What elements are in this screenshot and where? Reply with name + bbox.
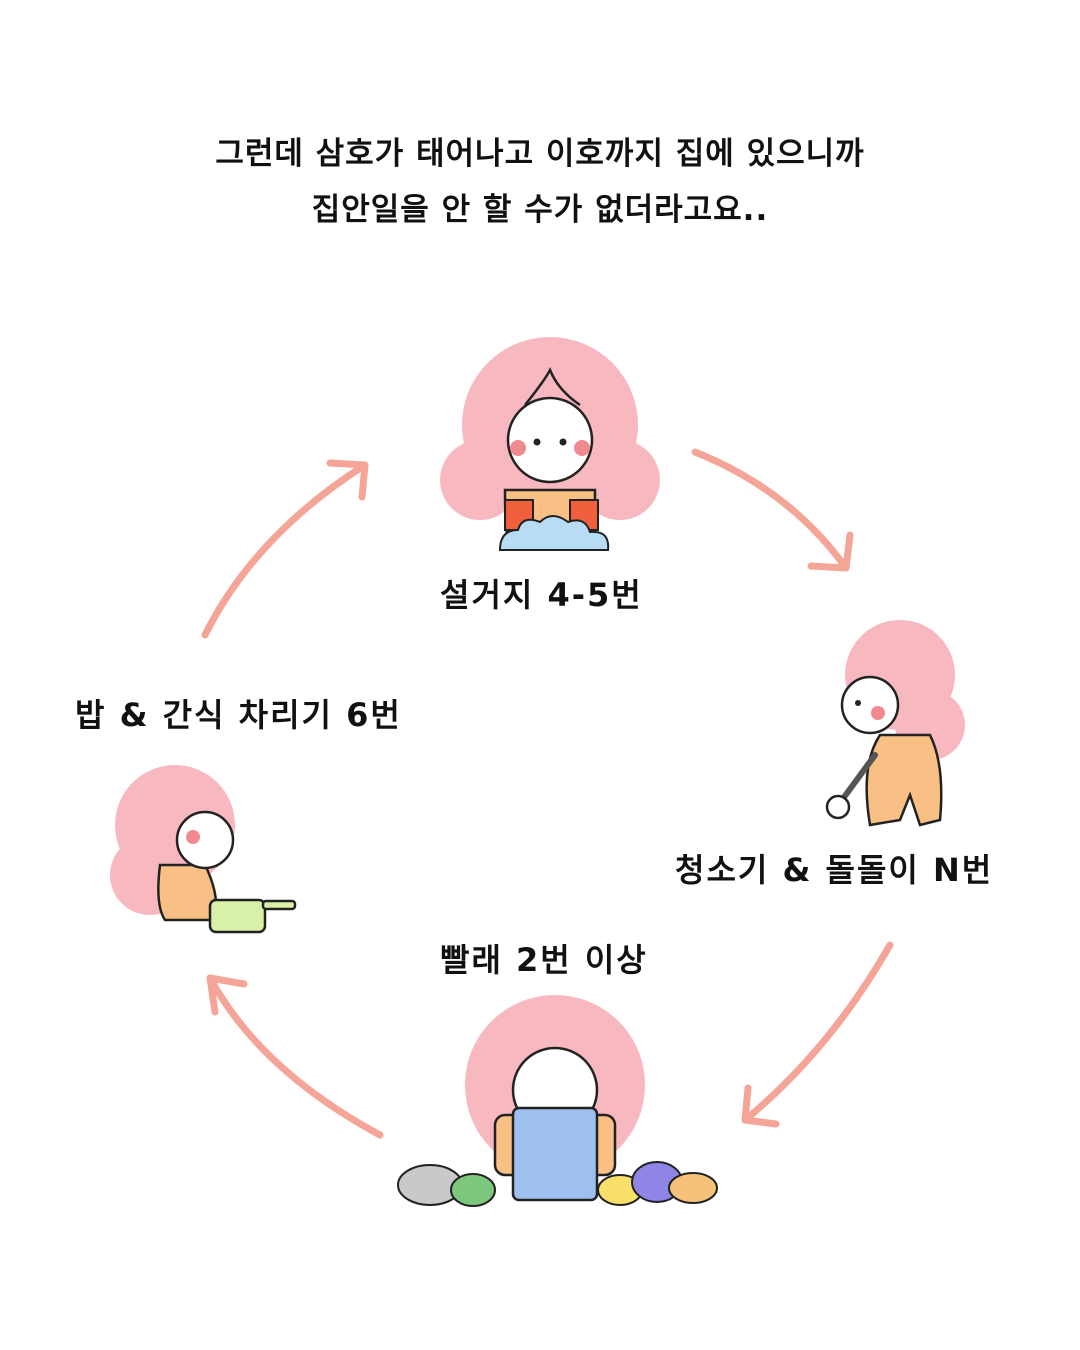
- face: [842, 677, 898, 733]
- arrow-top-left: [205, 463, 365, 635]
- laundry-basket: [513, 1108, 597, 1200]
- arrow-top-right: [695, 452, 850, 568]
- body: [158, 865, 216, 920]
- vacuum-figure: [820, 615, 970, 835]
- cheek: [510, 440, 526, 456]
- vacuum-head: [827, 796, 849, 818]
- dishwashing-figure: [430, 330, 670, 560]
- pot: [210, 900, 265, 932]
- face: [508, 398, 592, 482]
- cycle-label-meals: 밥 & 간식 차리기 6번: [75, 690, 402, 736]
- arrow-bottom-right: [745, 945, 890, 1124]
- cycle-label-dishes: 설거지 4-5번: [440, 570, 643, 616]
- cycle-label-vacuum: 청소기 & 돌돌이 N번: [675, 845, 993, 891]
- pot-handle: [263, 901, 295, 909]
- body: [867, 735, 942, 825]
- cycle-label-laundry: 빨래 2번 이상: [440, 935, 648, 981]
- laundry-figure: [395, 990, 725, 1210]
- cooking-figure: [105, 745, 305, 945]
- arrow-bottom-left: [210, 978, 380, 1135]
- face: [177, 812, 233, 868]
